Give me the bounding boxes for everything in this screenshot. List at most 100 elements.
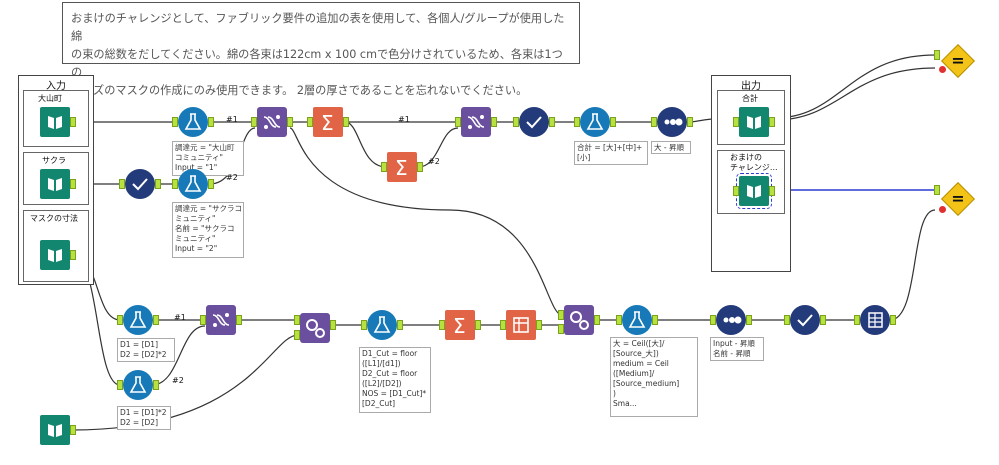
anchor-out[interactable] [208, 179, 214, 189]
challenge-comment[interactable]: おまけのチャレンジとして、ファブリック要件の追加の表を使用して、各個人/グループ… [62, 2, 580, 97]
formula-sakura-annotation: 調達元 = "サクラコ ミュニティ" 名前 = "サクラコ ミュニティ" Inp… [172, 202, 244, 258]
comment-line-3: サイズのマスクの作成にのみ使用できます。 2層の厚さであることを忘れないでくださ… [71, 84, 528, 97]
append-fields-2-icon[interactable] [564, 305, 594, 335]
anchor-in[interactable] [119, 179, 125, 189]
anchor-in[interactable] [439, 320, 445, 330]
anchor-in[interactable] [651, 117, 657, 127]
anchor-in[interactable] [934, 50, 940, 60]
sort-bottom-icon[interactable] [716, 305, 746, 335]
anchor-in[interactable] [500, 320, 506, 330]
anchor-in[interactable] [558, 310, 564, 320]
anchor-out[interactable] [820, 315, 826, 325]
anchor-out[interactable] [236, 315, 242, 325]
formula-d2-icon[interactable] [123, 370, 153, 400]
select-bottom-icon[interactable] [790, 305, 820, 335]
select-sakura-icon[interactable] [125, 169, 155, 199]
cross-tab-icon[interactable] [506, 310, 536, 340]
anchor-in[interactable] [117, 315, 123, 325]
anchor-in[interactable] [307, 117, 313, 127]
anchor-in[interactable] [381, 162, 387, 172]
summarize-top-icon[interactable]: Σ [313, 107, 343, 137]
anchor-in[interactable] [558, 324, 564, 334]
formula-ceil-icon[interactable] [622, 305, 652, 335]
anchor-out[interactable] [153, 380, 159, 390]
anchor-in[interactable] [172, 179, 178, 189]
anchor-in[interactable] [574, 117, 580, 127]
input-data-mask-icon[interactable] [40, 240, 70, 270]
anchor-out[interactable] [397, 320, 403, 330]
output-label-total: 合計 [742, 94, 758, 103]
sort-top-icon[interactable] [657, 107, 687, 137]
summarize-mask-icon[interactable]: Σ [445, 310, 475, 340]
anchor-in[interactable] [294, 315, 300, 325]
formula-sakura-icon[interactable] [178, 169, 208, 199]
formula-oyama-icon[interactable] [178, 107, 208, 137]
anchor-out[interactable] [491, 117, 497, 127]
input-data-sakura-icon[interactable] [40, 169, 70, 199]
multi-field-icon[interactable] [860, 305, 890, 335]
svg-text:Σ: Σ [321, 111, 334, 135]
anchor-out[interactable] [890, 315, 896, 325]
input-data-fabric-icon[interactable] [40, 415, 70, 445]
anchor-in[interactable] [117, 380, 123, 390]
formula-d2-annotation: D1 = [D1]*2 D2 = [D2] [117, 406, 171, 430]
anchor-in[interactable] [455, 117, 461, 127]
formula-d1-icon[interactable] [123, 305, 153, 335]
anchor-out[interactable] [343, 117, 349, 127]
anchor-out[interactable] [70, 179, 76, 189]
input-box-sakura[interactable]: サクラ [23, 152, 89, 205]
anchor-out[interactable] [652, 315, 658, 325]
anchor-in[interactable] [361, 320, 367, 330]
anchor-out[interactable] [208, 117, 214, 127]
anchor-in[interactable] [934, 185, 940, 195]
anchor-in[interactable] [513, 117, 519, 127]
sort-bottom-annotation: Input - 昇順 名前 - 昇順 [710, 337, 764, 361]
append-fields-icon[interactable] [300, 313, 330, 343]
anchor-in[interactable] [784, 315, 790, 325]
anchor-out[interactable] [687, 117, 693, 127]
anchor-out[interactable] [330, 320, 336, 330]
anchor-out[interactable] [769, 186, 775, 196]
formula-total-icon[interactable] [580, 107, 610, 137]
input-data-oyama-icon[interactable] [40, 107, 70, 137]
anchor-out[interactable] [287, 117, 293, 127]
anchor-out[interactable] [594, 315, 600, 325]
select-top-icon[interactable] [519, 107, 549, 137]
svg-text:Σ: Σ [453, 314, 466, 338]
input-box-mask[interactable]: マスクの寸法 [23, 210, 89, 282]
anchor-out[interactable] [153, 315, 159, 325]
output-total-icon[interactable] [739, 107, 769, 137]
anchor-in[interactable] [294, 330, 300, 340]
anchor-in[interactable] [200, 315, 206, 325]
anchor-out[interactable] [475, 320, 481, 330]
anchor-out[interactable] [155, 179, 161, 189]
output-box-challenge[interactable]: おまけの チャレンジ... [717, 150, 785, 214]
anchor-in[interactable] [710, 315, 716, 325]
anchor-out[interactable] [417, 162, 423, 172]
union-second-icon[interactable] [461, 107, 491, 137]
union-top-icon[interactable] [257, 107, 287, 137]
anchor-out[interactable] [769, 117, 775, 127]
anchor-out[interactable] [70, 425, 76, 435]
anchor-in[interactable] [251, 117, 257, 127]
anchor-in[interactable] [733, 117, 739, 127]
anchor-out[interactable] [549, 117, 555, 127]
input-box-oyama[interactable]: 大山町 [23, 90, 89, 147]
union-mask-icon[interactable] [206, 305, 236, 335]
equal-sign-top: = [951, 51, 965, 70]
error-dot-top [939, 66, 946, 73]
anchor-out[interactable] [70, 250, 76, 260]
anchor-out[interactable] [536, 320, 542, 330]
anchor-in[interactable] [172, 117, 178, 127]
summarize-secondary-icon[interactable]: Σ [387, 152, 417, 182]
anchor-out[interactable] [70, 117, 76, 127]
formula-ceil-annotation: 大 = Ceil([大]/ [Source_大]) medium = Ceil … [610, 337, 698, 417]
anchor-in[interactable] [733, 186, 739, 196]
output-box-total[interactable]: 合計 [717, 90, 785, 145]
output-challenge-icon[interactable] [736, 173, 772, 209]
anchor-out[interactable] [610, 117, 616, 127]
anchor-out[interactable] [746, 315, 752, 325]
anchor-in[interactable] [616, 315, 622, 325]
anchor-in[interactable] [854, 315, 860, 325]
formula-cut-icon[interactable] [367, 310, 397, 340]
